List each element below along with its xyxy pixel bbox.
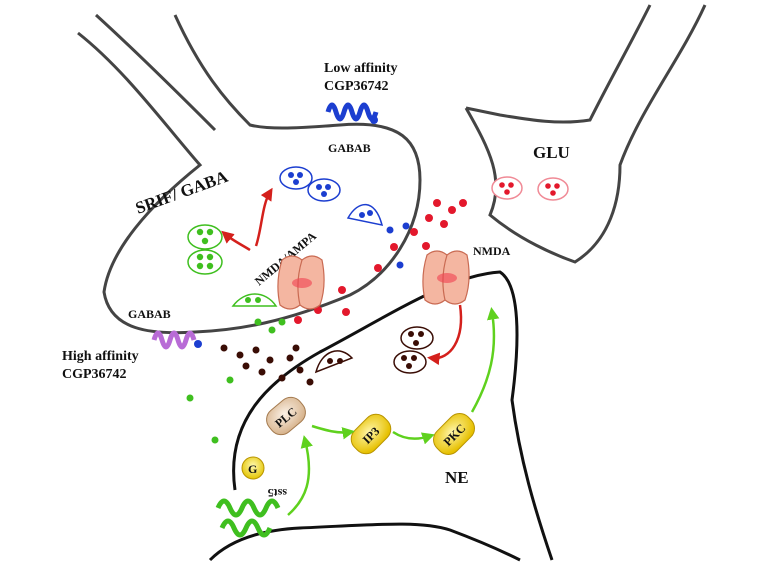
sst5-label: sst5 [268,486,287,500]
low-affinity-label: Low affinity [324,61,398,76]
high-affinity-label: High affinity [62,349,139,364]
nmda-ampa-receptor [277,255,325,310]
gaba-vesicle [187,249,223,275]
ne-vesicle [393,350,427,374]
srif-vesicle [279,166,313,190]
srif-gaba-neuron-outline [77,14,422,335]
plc-to-ip3-arrow [311,424,355,440]
gabab-left-label: GABAB [128,307,171,321]
glu-vesicle [491,176,523,200]
released-srif [386,222,410,269]
srif-release-arrow [254,187,273,247]
nmda-label: NMDA [473,244,511,258]
released-glutamate [294,199,467,324]
g-label: G [248,462,257,476]
glu-neuron-outline [464,4,707,264]
sst5-to-plc-arrow [287,435,313,516]
high-affinity-drug-label: CGP36742 [62,367,127,382]
gabab-receptor-high-affinity [151,330,202,350]
srif-gaba-label: SRIF/ GABA [133,167,231,218]
gaba-vesicle [187,224,223,250]
ne-vesicle [400,326,434,350]
pkc-to-nmda-arrow [470,307,500,413]
srif-vesicle-docked [346,203,384,226]
g-protein: G [241,456,265,480]
ne-neuron-outline [208,270,554,562]
released-gaba [186,318,286,444]
pkc-signal: PKC [433,413,475,455]
ne-vesicle-docked [314,350,354,374]
plc-signal: PLC [266,396,306,436]
srif-gaba-neuron-branch [94,13,217,132]
sst5-receptor [215,498,281,538]
nmda-receptor [422,250,470,305]
ip3-to-pkc-arrow [392,430,435,445]
gabab-top-label: GABAB [328,141,371,155]
ne-label: NE [445,468,469,487]
released-norepinephrine [220,344,314,386]
ne-release-arrow [427,304,463,366]
glu-vesicle [537,177,569,201]
gaba-vesicle-docked [231,293,278,307]
glu-label: GLU [533,143,570,162]
ip3-signal: IP3 [350,413,392,455]
gaba-release-arrow [221,230,251,252]
low-affinity-drug-label: CGP36742 [324,79,389,94]
gabab-receptor-low-affinity [325,102,379,124]
srif-vesicle [307,178,341,202]
